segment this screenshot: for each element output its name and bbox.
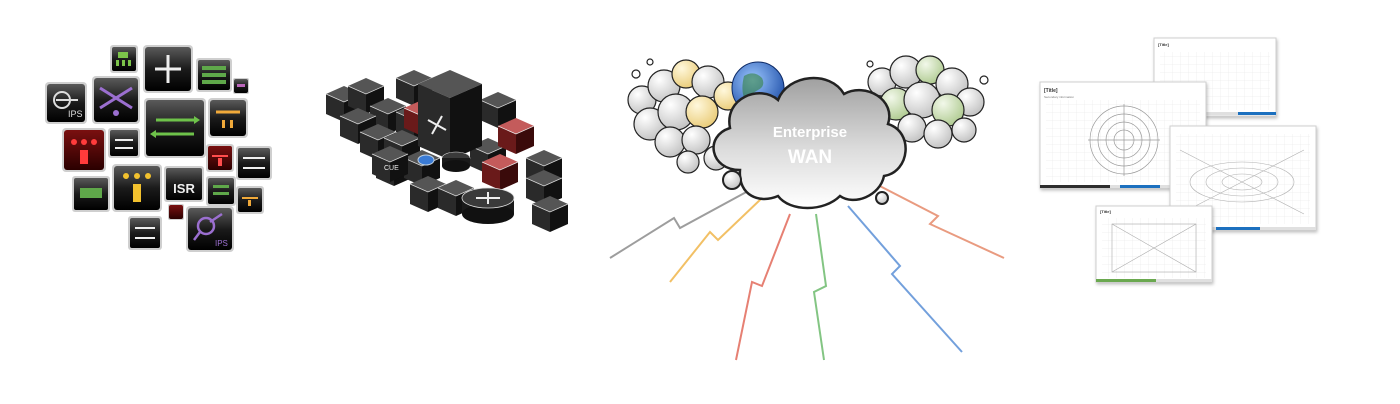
cue-label: CUE (384, 165, 399, 172)
tile-gray-bars (108, 128, 140, 158)
tile-branch (236, 146, 272, 180)
tile-tiny (233, 78, 249, 94)
tile-ips: IPS (45, 82, 87, 124)
sheet-bottom: [Title] (1095, 205, 1213, 283)
wan-cloud-panel: Enterprise WAN (600, 0, 1020, 400)
iso-stack-art: CUE (325, 69, 569, 233)
iso-router-small (441, 151, 471, 172)
tile-tiny-red (168, 204, 184, 220)
tile-red-people-2 (206, 144, 234, 172)
iso-router (461, 187, 515, 224)
template-sheets-panel: [Title] [Title] Secondary information (1020, 0, 1400, 400)
tile-green-stack (206, 176, 236, 206)
sheet-title-1: [Title] (1158, 42, 1169, 47)
template-sheets-art: [Title] [Title] Secondary information (1039, 37, 1317, 283)
sheet-title-3: [Title] (1100, 209, 1111, 214)
icon-tiles-art: IPS (45, 45, 272, 252)
icon-tiles-panel: IPS (0, 0, 300, 400)
tile-orange-small (236, 186, 264, 214)
tile-red-people (62, 128, 106, 172)
ips-label-2: IPS (215, 239, 228, 248)
wan-cloud-shape (712, 77, 907, 210)
tile-green-small (110, 45, 138, 73)
tile-cross (92, 76, 140, 124)
tile-switch-green (144, 98, 206, 158)
iso-core-switch (418, 70, 482, 160)
sheet-title-2: [Title] (1044, 88, 1058, 94)
tile-info-yellow (112, 164, 162, 212)
isr-label: ISR (173, 181, 195, 196)
sheet-sub-2: Secondary information (1044, 95, 1074, 99)
tile-gray-small (128, 216, 162, 250)
tile-ips-purple: IPS (186, 206, 234, 252)
iso-cue-box: CUE (371, 145, 409, 183)
wan-title-line1: Enterprise (773, 124, 847, 141)
wan-cloud-art: Enterprise WAN (609, 55, 1005, 361)
tile-isr: ISR (164, 166, 204, 202)
ips-label: IPS (68, 109, 83, 119)
tile-router (143, 45, 193, 93)
tile-vm-green (72, 176, 110, 212)
tile-firewall-green (196, 58, 232, 92)
wan-title-line2: WAN (788, 147, 832, 168)
iso-blue-disc (417, 154, 435, 166)
tile-orange (208, 98, 248, 138)
iso-stack-panel: CUE (300, 0, 600, 400)
wan-links (609, 181, 1005, 361)
